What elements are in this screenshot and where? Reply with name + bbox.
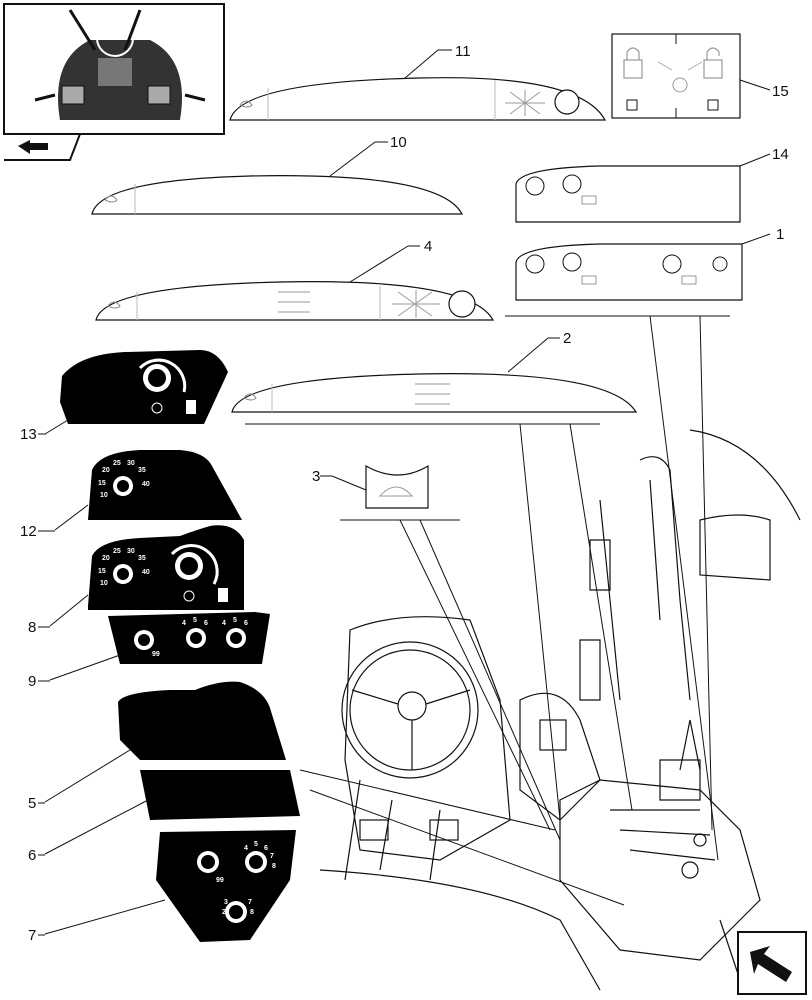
dial-label: 6 <box>264 845 268 852</box>
panel-12: 10 15 20 25 30 35 40 <box>88 450 242 520</box>
panel-9: 99 4 5 6 4 5 6 <box>108 612 270 664</box>
dial-label: 10 <box>100 492 108 499</box>
dial-label: 20 <box>102 555 110 562</box>
callout-11: 11 <box>455 43 471 60</box>
callout-9: 9 <box>28 673 36 690</box>
callout-8: 8 <box>28 619 36 636</box>
decal-14 <box>515 165 741 223</box>
callout-ticks <box>38 433 332 936</box>
dial-label: 25 <box>113 548 121 555</box>
panel-8: 10 15 20 25 30 35 40 <box>88 525 244 610</box>
dial-label: 4 <box>182 620 186 627</box>
callout-12: 12 <box>20 523 37 540</box>
turtle-icon <box>378 486 414 497</box>
dial-label: 8 <box>272 863 276 870</box>
padlock-open-icon <box>703 47 723 79</box>
callout-4: 4 <box>424 238 432 255</box>
padlock-closed-icon <box>623 47 643 79</box>
dial-label: 4 <box>244 845 248 852</box>
dial-label: 8 <box>250 909 254 916</box>
callout-5: 5 <box>28 795 36 812</box>
dial-label: 99 <box>152 651 160 658</box>
return-arrow-icon <box>737 931 807 995</box>
dial-label: 15 <box>98 480 106 487</box>
cab-interior <box>319 429 801 991</box>
panel-7: 99 4 5 6 7 8 3 2 7 8 <box>156 830 296 942</box>
dial-label: 35 <box>138 555 146 562</box>
dial-label: 6 <box>244 620 248 627</box>
decal-3 <box>365 464 429 509</box>
dial-label: 35 <box>138 467 146 474</box>
dial-label: 5 <box>233 617 237 624</box>
callout-14: 14 <box>772 146 789 163</box>
panel-5 <box>118 681 286 760</box>
view-arrow-icon <box>4 133 82 161</box>
dial-label: 3 <box>224 899 228 906</box>
decal-11 <box>229 77 607 121</box>
dial-label: 99 <box>216 877 224 884</box>
leader-lines <box>299 315 719 906</box>
callout-6: 6 <box>28 847 36 864</box>
dial-label: 40 <box>142 481 150 488</box>
decal-2 <box>231 373 638 413</box>
dial-label: 10 <box>100 580 108 587</box>
dial-label: 7 <box>270 853 274 860</box>
dial-label: 25 <box>113 460 121 467</box>
dial-label: 4 <box>222 620 226 627</box>
callout-1: 1 <box>776 226 784 243</box>
decal-15 <box>611 33 741 119</box>
dial-label: 15 <box>98 568 106 575</box>
dial-label: 20 <box>102 467 110 474</box>
decal-4 <box>95 281 495 321</box>
callout-13: 13 <box>20 426 37 443</box>
dial-label: 7 <box>248 899 252 906</box>
panel-13 <box>60 350 228 424</box>
dial-label: 40 <box>142 569 150 576</box>
tractor-thumbnail <box>3 3 225 135</box>
callout-10: 10 <box>390 134 407 151</box>
callout-15: 15 <box>772 83 789 100</box>
decal-1 <box>515 243 743 301</box>
callout-3: 3 <box>312 468 320 485</box>
callout-7: 7 <box>28 927 36 944</box>
dial-label: 5 <box>193 617 197 624</box>
dial-label: 30 <box>127 548 135 555</box>
dial-label: 6 <box>204 620 208 627</box>
dial-label: 5 <box>254 841 258 848</box>
dial-label: 30 <box>127 460 135 467</box>
dial-label: 2 <box>222 909 226 916</box>
callout-2: 2 <box>563 330 571 347</box>
panel-6 <box>140 770 300 820</box>
decal-10 <box>91 175 463 215</box>
